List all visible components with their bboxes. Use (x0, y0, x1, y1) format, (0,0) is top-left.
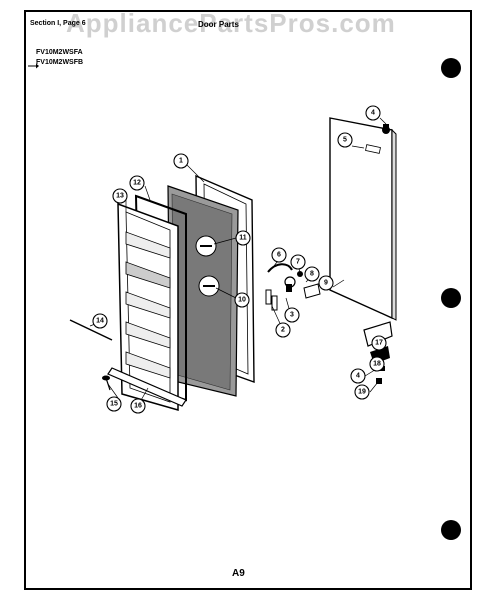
callout-4b: 4 (350, 368, 366, 384)
svg-text:12: 12 (133, 180, 141, 187)
binder-hole (441, 288, 461, 308)
binder-hole (441, 520, 461, 540)
model-number: FV10M2WSFA (36, 49, 83, 56)
callout-10: 10 (234, 292, 250, 308)
shelf-rod (69, 319, 113, 341)
callout-2: 2 (275, 322, 291, 338)
callout-5: 5 (337, 132, 353, 148)
outer-door-panel (329, 117, 397, 321)
callout-7: 7 (290, 254, 306, 270)
callout-18: 18 (369, 356, 385, 372)
callout-1: 1 (173, 153, 189, 169)
callout-14: 14 (92, 313, 108, 329)
svg-text:14: 14 (96, 318, 104, 325)
bottom-trim (107, 367, 187, 407)
model-list: FV10M2WSFA FV10M2WSFB (36, 48, 83, 68)
svg-text:5: 5 (343, 137, 347, 144)
inner-door-liner (117, 202, 179, 411)
callout-16: 16 (130, 398, 146, 414)
svg-text:19: 19 (358, 389, 366, 396)
svg-text:15: 15 (110, 401, 118, 408)
svg-text:1: 1 (179, 158, 183, 165)
callout-11: 11 (235, 230, 251, 246)
callout-4: 4 (365, 105, 381, 121)
callout-12: 12 (129, 175, 145, 191)
diagram-title: Door Parts (198, 20, 239, 29)
page-border (24, 10, 472, 590)
watermark: AppliancePartsPros.com (66, 8, 396, 38)
callout-6: 6 (271, 247, 287, 263)
binder-hole (441, 58, 461, 78)
svg-text:4: 4 (371, 110, 375, 117)
model-arrow-icon (36, 63, 39, 69)
callout-19: 19 (354, 384, 370, 400)
svg-text:10: 10 (238, 297, 246, 304)
callout-17: 17 (371, 335, 387, 351)
svg-text:9: 9 (324, 280, 328, 287)
svg-text:17: 17 (375, 340, 383, 347)
svg-text:4: 4 (356, 373, 360, 380)
callout-15: 15 (106, 396, 122, 412)
svg-text:8: 8 (310, 271, 314, 278)
svg-text:3: 3 (290, 312, 294, 319)
svg-text:11: 11 (239, 235, 247, 242)
door-handle-parts (265, 263, 321, 311)
page-number: A9 (232, 568, 245, 579)
svg-text:16: 16 (134, 403, 142, 410)
callout-13: 13 (112, 188, 128, 204)
model-number: FV10M2WSFB (36, 59, 84, 66)
svg-text:6: 6 (277, 252, 281, 259)
screw-part (102, 375, 111, 391)
svg-text:18: 18 (373, 361, 381, 368)
section-label: Section I, Page 6 (30, 20, 86, 27)
callout-3: 3 (284, 307, 300, 323)
svg-text:13: 13 (116, 193, 124, 200)
callout-9: 9 (318, 275, 334, 291)
callout-8: 8 (304, 266, 320, 282)
svg-text:7: 7 (296, 259, 300, 266)
svg-text:2: 2 (281, 327, 285, 334)
